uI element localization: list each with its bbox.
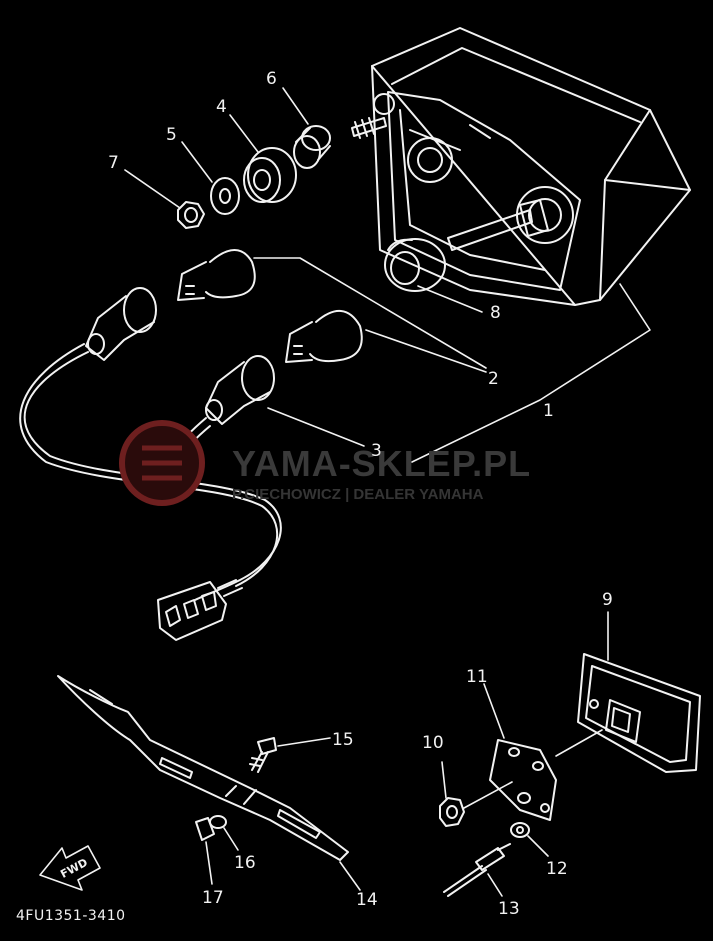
leader-lines [124,87,651,897]
fwd-arrow-icon [39,845,101,891]
part-number-9: 9 [602,590,613,610]
washer-part-12 [510,822,530,838]
part-number-15: 15 [332,730,354,750]
socket-lower [205,355,275,425]
grommet-part-8 [384,238,446,292]
watermark-tagline: P.CIECHOWICZ | DEALER YAMAHA [232,486,484,503]
tail-light-housing [351,27,691,306]
nut-part-7 [177,201,205,229]
watermark-brand: YAMA-SKLEP.PL [232,443,531,484]
part-number-6: 6 [266,69,277,89]
part-number-16: 16 [234,853,256,873]
bracket-part-11 [489,739,557,821]
part-number-8: 8 [490,303,501,323]
collar-part-6 [293,125,331,169]
part-number-10: 10 [422,733,444,753]
socket-upper [85,287,157,361]
washer-part-5 [210,177,240,215]
part-number-11: 11 [466,667,488,687]
diagram-code: 4FU1351-3410 [16,908,126,924]
part-number-14: 14 [356,890,378,910]
bulb-upper [177,249,256,301]
grommet-part-4 [243,147,297,203]
nut-part-17 [195,817,215,841]
bulb-lower [285,310,363,363]
reflector-part-9 [577,653,701,773]
part-number-13: 13 [498,899,520,919]
part-number-7: 7 [108,153,119,173]
watermark: YAMA-SKLEP.PL P.CIECHOWICZ | DEALER YAMA… [119,420,531,506]
part-number-4: 4 [216,97,227,117]
part-number-3: 3 [371,441,382,461]
part-number-1: 1 [543,401,554,421]
part-number-17: 17 [202,888,224,908]
part-number-12: 12 [546,859,568,879]
part-number-labels: 1 2 3 4 5 6 7 8 9 10 11 12 13 14 15 16 1… [108,69,613,919]
nut-part-10 [439,797,465,827]
part-number-2: 2 [488,369,499,389]
rivet-part-13 [443,843,511,897]
license-bracket-part-14 [57,675,349,861]
part-number-5: 5 [166,125,177,145]
wire-connector [157,579,243,641]
screw-part-15 [249,737,277,773]
